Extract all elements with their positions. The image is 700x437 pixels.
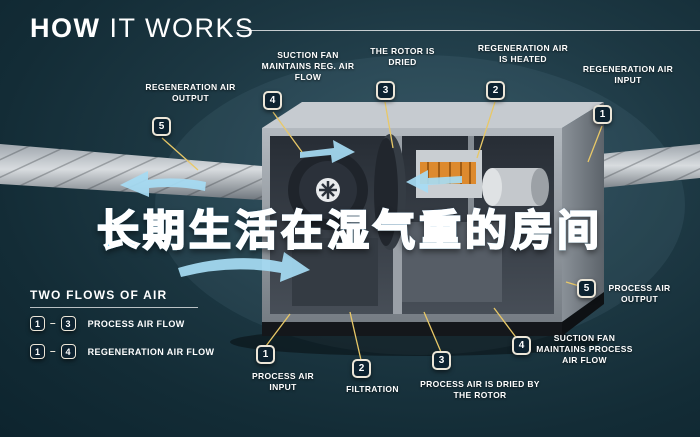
badge-1-top: 1 xyxy=(593,105,612,124)
legend-badge-end-process: 3 xyxy=(60,316,76,331)
callout-regeneration-air-input: REGENERATION AIR INPUT xyxy=(582,64,674,86)
machine-base xyxy=(262,292,604,336)
airflow-arrows-icon xyxy=(120,140,462,282)
legend-label-process: PROCESS AIR FLOW xyxy=(87,318,185,329)
badge-1-bottom: 1 xyxy=(256,345,275,364)
page-title: HOW IT WORKS xyxy=(30,13,255,44)
callout-regeneration-air-output: REGENERATION AIR OUTPUT xyxy=(145,82,236,104)
title-rule xyxy=(237,30,700,31)
chinese-overlay-text: 长期生活在湿气重的房间 xyxy=(96,197,603,258)
leader-lines xyxy=(161,101,603,361)
suction-fan-icon xyxy=(288,150,368,230)
legend-label-regeneration: REGENERATION AIR FLOW xyxy=(87,346,215,357)
legend-badge-start-process: 1 xyxy=(30,316,45,331)
badge-2-bottom: 2 xyxy=(352,359,371,378)
rotor-icon xyxy=(374,134,406,250)
legend-row-process: 1 – 3 PROCESS AIR FLOW xyxy=(30,316,185,331)
title-primary: HOW xyxy=(30,13,101,43)
badge-5-top: 5 xyxy=(152,117,171,136)
badge-2-top: 2 xyxy=(486,81,505,100)
callout-process-air-input: PROCESS AIR INPUT xyxy=(251,371,315,393)
badge-3-top: 3 xyxy=(376,81,395,100)
callout-rotor-dried: THE ROTOR IS DRIED xyxy=(370,46,435,68)
legend-title: TWO FLOWS OF AIR xyxy=(30,288,168,302)
callout-suction-fan-reg: SUCTION FAN MAINTAINS REG. AIR FLOW xyxy=(261,50,355,83)
callout-process-air-dried: PROCESS AIR IS DRIED BY THE ROTOR xyxy=(420,379,540,401)
badge-4-top: 4 xyxy=(263,91,282,110)
badge-4-bottom: 4 xyxy=(512,336,531,355)
callout-regeneration-air-heated: REGENERATION AIR IS HEATED xyxy=(477,43,569,65)
callout-filtration: FILTRATION xyxy=(346,384,399,394)
legend-dash-regeneration: – xyxy=(50,346,56,357)
legend-badge-start-regeneration: 1 xyxy=(30,344,45,359)
badge-3-bottom: 3 xyxy=(432,351,451,370)
legend-badge-end-regeneration: 4 xyxy=(60,344,76,359)
legend-dash-process: – xyxy=(50,318,56,329)
title-secondary: IT WORKS xyxy=(109,13,255,43)
legend-rule xyxy=(30,307,198,308)
callout-suction-fan-process: SUCTION FAN MAINTAINS PROCESS AIR FLOW xyxy=(536,333,633,366)
callout-process-air-output: PROCESS AIR OUTPUT xyxy=(608,283,671,305)
legend-row-regeneration: 1 – 4 REGENERATION AIR FLOW xyxy=(30,344,214,359)
badge-5-bottom: 5 xyxy=(577,279,596,298)
process-fan-icon xyxy=(482,168,549,206)
